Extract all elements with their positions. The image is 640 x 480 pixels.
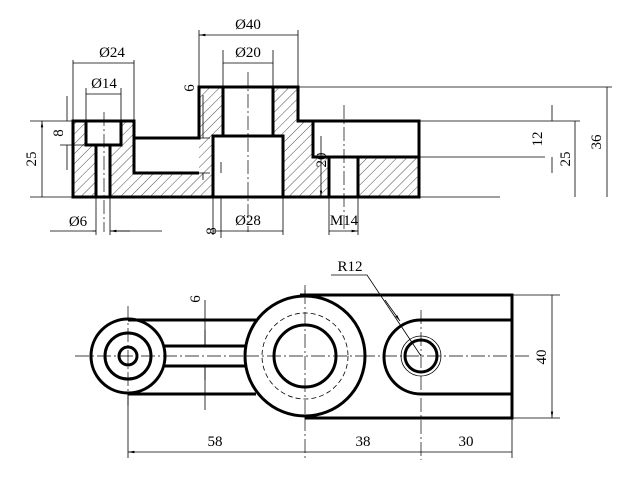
dim-30: 30 (459, 434, 474, 450)
section-hatch (73, 87, 419, 197)
plan-view: R12 6 40 58 38 30 (75, 259, 560, 460)
dim-38: 38 (356, 434, 371, 450)
dim-25-right: 25 (558, 152, 574, 167)
dim-d6: Ø6 (69, 214, 88, 230)
dim-d28: Ø28 (235, 213, 261, 229)
right-slot (382, 318, 512, 396)
arm-lines (128, 318, 256, 396)
dim-d14: Ø14 (91, 76, 117, 92)
slot-outline (132, 138, 199, 175)
dim-12: 12 (530, 132, 546, 147)
dim-m14: M14 (330, 213, 359, 229)
left-counterbore (103, 331, 153, 381)
dim-40: 40 (534, 350, 550, 365)
section-view: Ø40 Ø20 Ø24 Ø14 6 8 25 20 12 25 36 Ø6 8 … (24, 17, 612, 238)
right-recess (311, 121, 419, 159)
dim-d24: Ø24 (99, 45, 125, 61)
dim-20: 20 (314, 153, 330, 168)
dim-d20: Ø20 (235, 45, 261, 61)
dim-36: 36 (589, 134, 605, 150)
dim-6-section: 6 (182, 84, 198, 92)
dim-r12: R12 (337, 259, 362, 275)
dim-d40: Ø40 (235, 17, 261, 33)
dim-58: 58 (208, 434, 223, 450)
left-hole (117, 345, 139, 367)
threaded-hole (327, 157, 360, 197)
dim-25-left: 25 (24, 152, 40, 167)
small-hole (94, 145, 112, 197)
dim-6-plan: 6 (188, 295, 204, 303)
counterbore (84, 119, 123, 147)
dim-8-bottom: 8 (204, 227, 220, 235)
dim-8-top: 8 (51, 129, 67, 137)
threaded-hole-plan (403, 338, 439, 374)
